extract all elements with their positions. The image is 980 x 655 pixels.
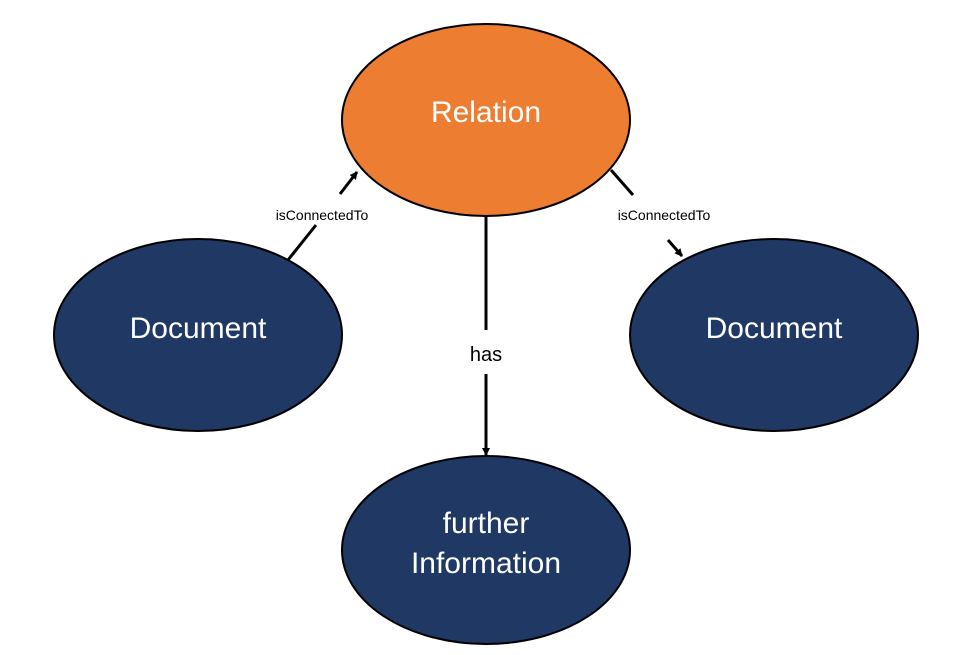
node-document-right-label: Document bbox=[706, 312, 843, 345]
edge-line-right bbox=[609, 169, 635, 196]
node-document-left: Document bbox=[53, 238, 343, 432]
edge-arrow-left bbox=[338, 171, 359, 195]
node-relation: Relation bbox=[341, 23, 631, 217]
edge-relation-to-document-right: isConnectedTo bbox=[609, 169, 711, 257]
node-relation-shape bbox=[341, 23, 631, 217]
node-further-information-label-line2: Information bbox=[411, 547, 561, 580]
edge-label-left: isConnectedTo bbox=[276, 207, 369, 223]
node-further-information: further Information bbox=[341, 455, 631, 645]
node-further-information-shape bbox=[341, 455, 631, 645]
node-document-left-shape bbox=[53, 238, 343, 432]
edge-arrow-right bbox=[666, 239, 684, 257]
node-document-right: Document bbox=[629, 238, 919, 432]
node-further-information-label-line1: further bbox=[443, 507, 530, 540]
edge-line-left bbox=[286, 224, 318, 261]
edge-label-has: has bbox=[470, 344, 502, 366]
edge-label-right: isConnectedTo bbox=[618, 207, 711, 223]
edge-document-left-to-relation: isConnectedTo bbox=[276, 171, 369, 261]
node-relation-label: Relation bbox=[431, 96, 541, 129]
node-document-left-label: Document bbox=[130, 312, 267, 345]
node-document-right-shape bbox=[629, 238, 919, 432]
edge-relation-to-further-information: has bbox=[470, 216, 502, 456]
